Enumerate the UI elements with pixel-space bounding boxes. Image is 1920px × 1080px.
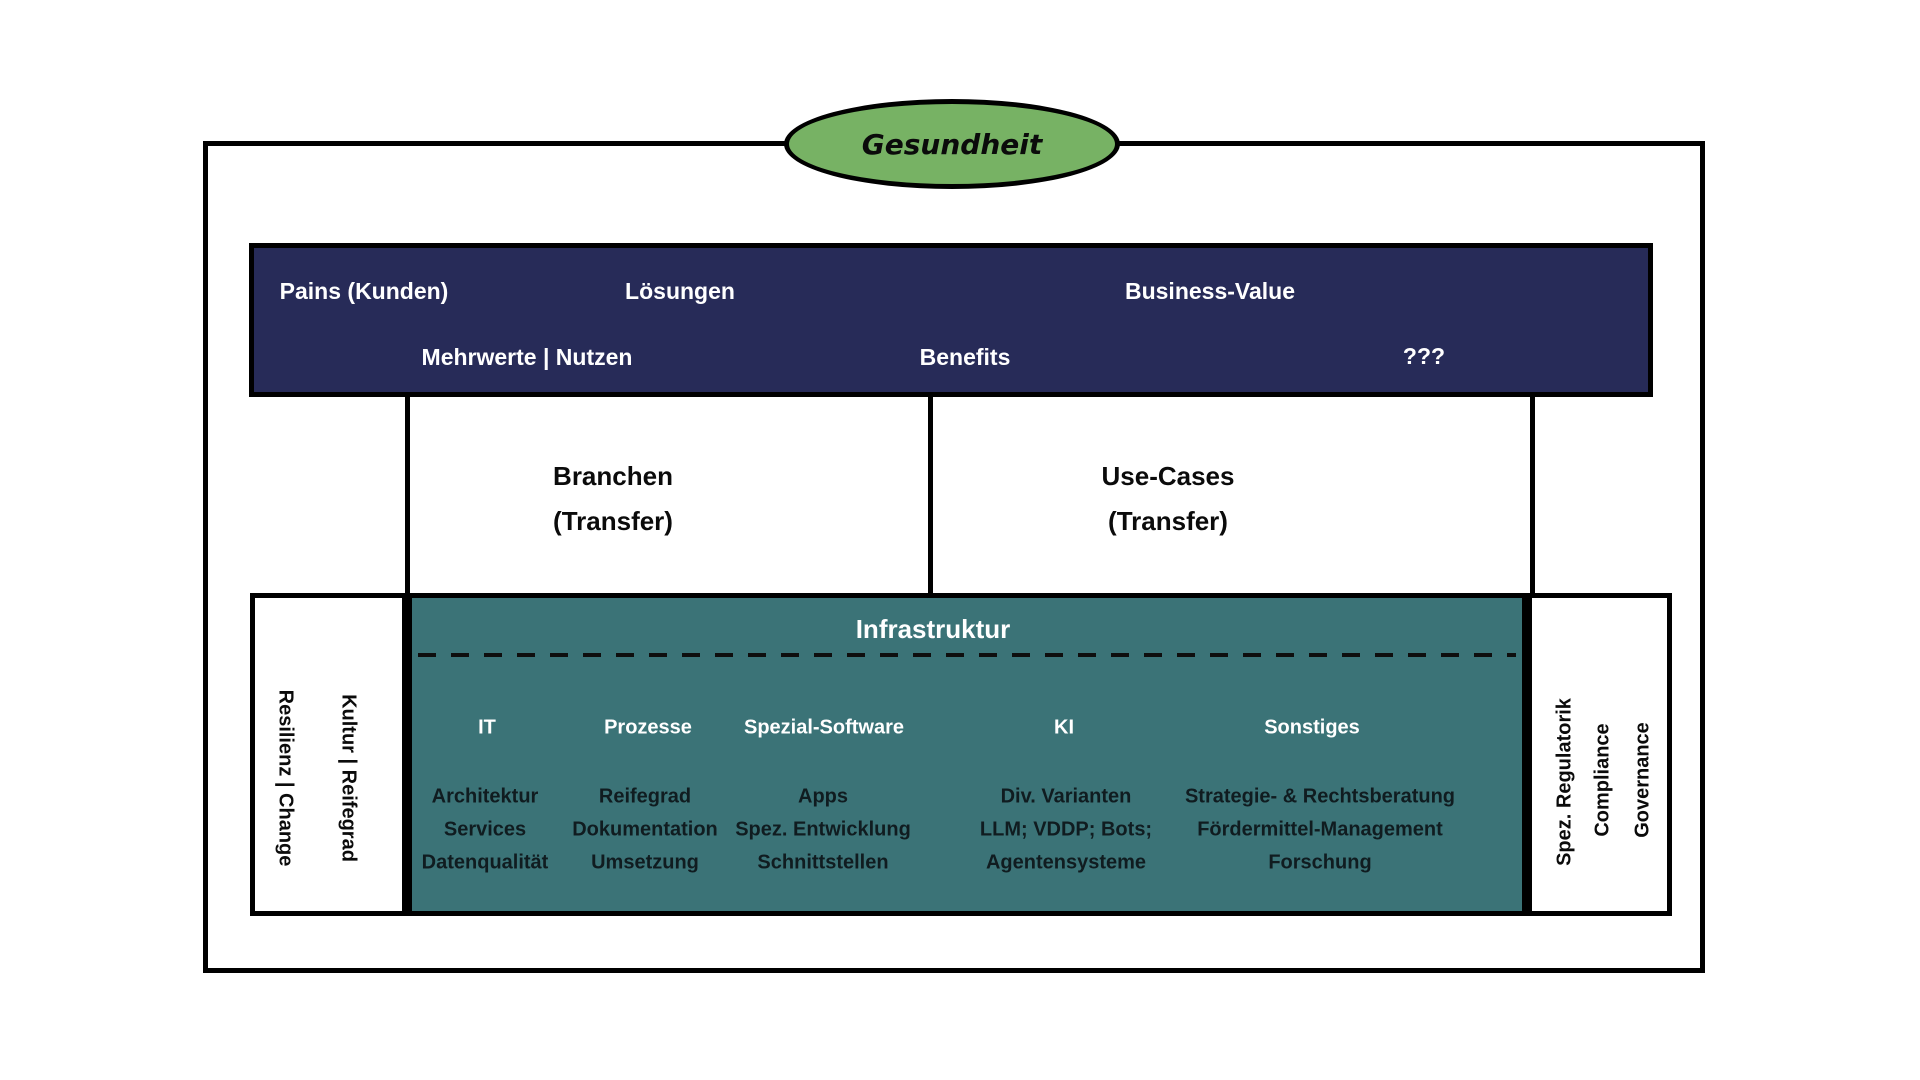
- cell-ki-1: Div. Varianten: [1000, 785, 1132, 808]
- col-header-prozesse: Prozesse: [604, 716, 692, 739]
- right-rail-label-compliance: Compliance: [1591, 723, 1614, 837]
- branchen-line1: Branchen: [553, 461, 673, 491]
- right-rail-label-governance: Governance: [1631, 722, 1654, 838]
- col-header-sonstiges: Sonstiges: [1264, 716, 1360, 739]
- label-pains: Pains (Kunden): [279, 277, 449, 304]
- col-header-it: IT: [478, 716, 496, 739]
- ellipse-label: Gesundheit: [861, 127, 1043, 161]
- cell-spezial-3: Schnittstellen: [757, 851, 889, 874]
- branchen-transfer-label: Branchen (Transfer): [553, 454, 673, 544]
- value-bar: [249, 243, 1653, 397]
- label-business-value: Business-Value: [1124, 277, 1296, 304]
- label-loesungen: Lösungen: [625, 277, 735, 304]
- cell-it-3: Datenqualität: [421, 851, 549, 874]
- branchen-line2: (Transfer): [553, 506, 673, 536]
- cell-spezial-2: Spez. Entwicklung: [735, 818, 911, 841]
- usecases-line1: Use-Cases: [1101, 461, 1235, 491]
- cell-it-1: Architektur: [431, 785, 539, 808]
- left-rail-box: [250, 593, 407, 916]
- cell-spezial-1: Apps: [798, 785, 848, 808]
- label-mehrwerte: Mehrwerte | Nutzen: [421, 343, 633, 370]
- cell-prozesse-2: Dokumentation: [572, 818, 718, 841]
- cell-sonstiges-1: Strategie- & Rechtsberatung: [1184, 785, 1456, 808]
- left-rail-label-kultur: Kultur | Reifegrad: [337, 694, 360, 862]
- label-benefits: Benefits: [919, 343, 1011, 370]
- cell-ki-2: LLM; VDDP; Bots;: [979, 818, 1153, 841]
- cell-sonstiges-3: Forschung: [1268, 851, 1372, 874]
- right-rail-box: [1527, 593, 1672, 916]
- infrastructure-title: Infrastruktur: [855, 614, 1011, 645]
- cell-prozesse-3: Umsetzung: [591, 851, 699, 874]
- usecases-line2: (Transfer): [1108, 506, 1228, 536]
- cell-it-2: Services: [443, 818, 527, 841]
- cell-ki-3: Agentensysteme: [985, 851, 1147, 874]
- label-unknown-value: ???: [1402, 342, 1446, 369]
- dashed-divider: [418, 653, 1516, 657]
- col-header-ki: KI: [1054, 716, 1074, 739]
- left-rail-label-resilienz: Resilienz | Change: [274, 689, 297, 867]
- right-rail-label-regulatorik: Spez. Regulatorik: [1553, 698, 1576, 866]
- cell-prozesse-1: Reifegrad: [598, 785, 692, 808]
- gesundheit-ellipse: Gesundheit: [784, 99, 1120, 189]
- cell-sonstiges-2: Fördermittel-Management: [1197, 818, 1443, 841]
- col-header-spezial: Spezial-Software: [743, 716, 905, 739]
- infrastructure-panel: [407, 593, 1527, 916]
- usecases-transfer-label: Use-Cases (Transfer): [1102, 454, 1235, 544]
